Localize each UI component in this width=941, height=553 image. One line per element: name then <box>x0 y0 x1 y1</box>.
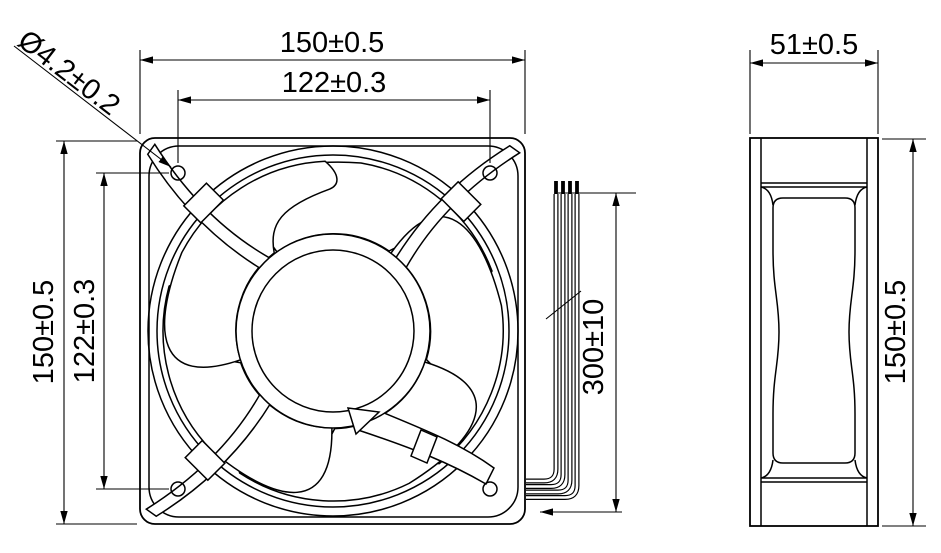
side-bottom-flange <box>761 477 867 483</box>
ext-lines-side-150 <box>882 138 926 527</box>
dimension-annotations <box>13 45 926 527</box>
label-side-height: 150±0.5 <box>880 280 912 385</box>
frame-struts <box>144 142 522 518</box>
strut-tab <box>410 428 438 465</box>
side-body-panel <box>772 197 856 464</box>
label-left-height: 150±0.5 <box>28 280 60 385</box>
lead-wires <box>526 181 582 500</box>
venturi-ring-outer <box>147 145 519 517</box>
mounting-hole-bl <box>170 481 186 497</box>
side-top-flange <box>761 182 867 188</box>
hub-outer <box>235 233 431 429</box>
venturi-ring-inner <box>156 154 510 508</box>
strut-sw <box>144 392 272 518</box>
leader-hole-diameter <box>13 45 172 168</box>
label-left-hole-spacing: 122±0.3 <box>69 279 101 384</box>
mounting-hole-tl <box>170 165 186 181</box>
mounting-hole-br <box>482 481 498 497</box>
wire-tips <box>554 181 579 194</box>
label-hole-diameter: Ø4.2±0.2 <box>12 24 126 122</box>
mounting-hole-tr <box>482 165 498 181</box>
label-top-hole-spacing: 122±0.3 <box>282 67 387 99</box>
front-outer-frame <box>139 137 526 525</box>
side-shoulder-curves <box>760 186 868 479</box>
fan-front-view <box>139 137 526 525</box>
rotation-arrow-icon <box>346 407 381 436</box>
label-top-width: 150±0.5 <box>280 27 385 59</box>
wire-break-mark <box>545 290 582 320</box>
side-outline <box>749 137 879 527</box>
label-side-depth: 51±0.5 <box>770 29 859 61</box>
side-wall-lines <box>760 138 868 526</box>
ext-lines-top-150 <box>139 50 526 134</box>
label-wire-length: 300±10 <box>578 299 610 396</box>
strut-ne <box>394 144 522 270</box>
ext-lines-top-122 <box>177 90 491 163</box>
ext-lines-left-122 <box>96 172 169 490</box>
fan-side-view <box>749 137 879 527</box>
ext-lines-left-150 <box>56 140 137 525</box>
hub-inner <box>251 249 415 413</box>
